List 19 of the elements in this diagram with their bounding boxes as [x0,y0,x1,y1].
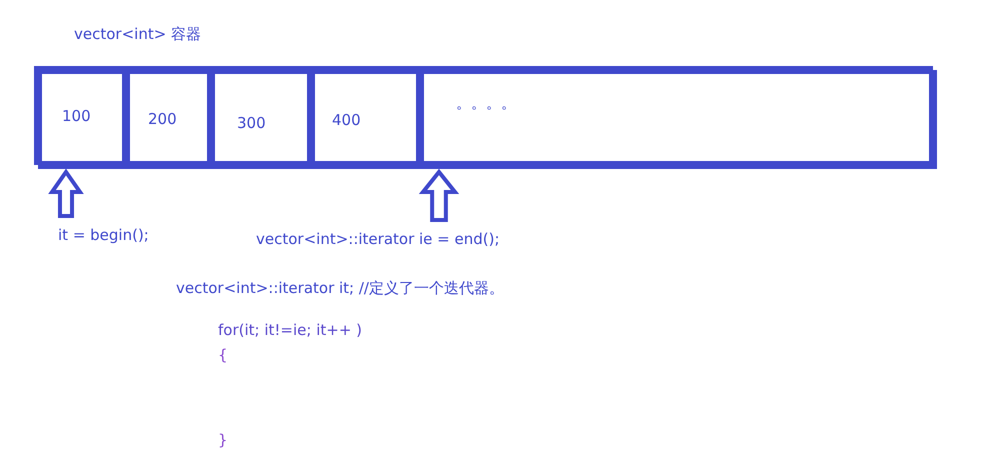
code-text: it = begin(); [58,226,168,248]
code-text: vector<int>::iterator ie = end(); [256,230,526,252]
brace-text: { [218,346,228,364]
value-text: 300 [237,114,266,132]
hollow-arrow [48,168,84,218]
array-cell [126,70,211,169]
value-text: 200 [148,110,177,128]
array-cell [420,70,937,169]
code-line: for(it; it!=ie; it++ ) [218,321,362,339]
array-cell [311,70,420,169]
brace-text: } [218,431,228,449]
array-cell [211,70,311,169]
value-text: 400 [332,111,361,129]
hollow-arrow [418,168,460,222]
code-line: vector<int>::iterator it; //定义了一个迭代器。 [176,279,504,298]
container-title: vector<int> 容器 [74,25,202,44]
array-cell [38,70,126,169]
ellipsis-text: 。。。。 [456,94,516,113]
value-text: 100 [62,107,91,125]
